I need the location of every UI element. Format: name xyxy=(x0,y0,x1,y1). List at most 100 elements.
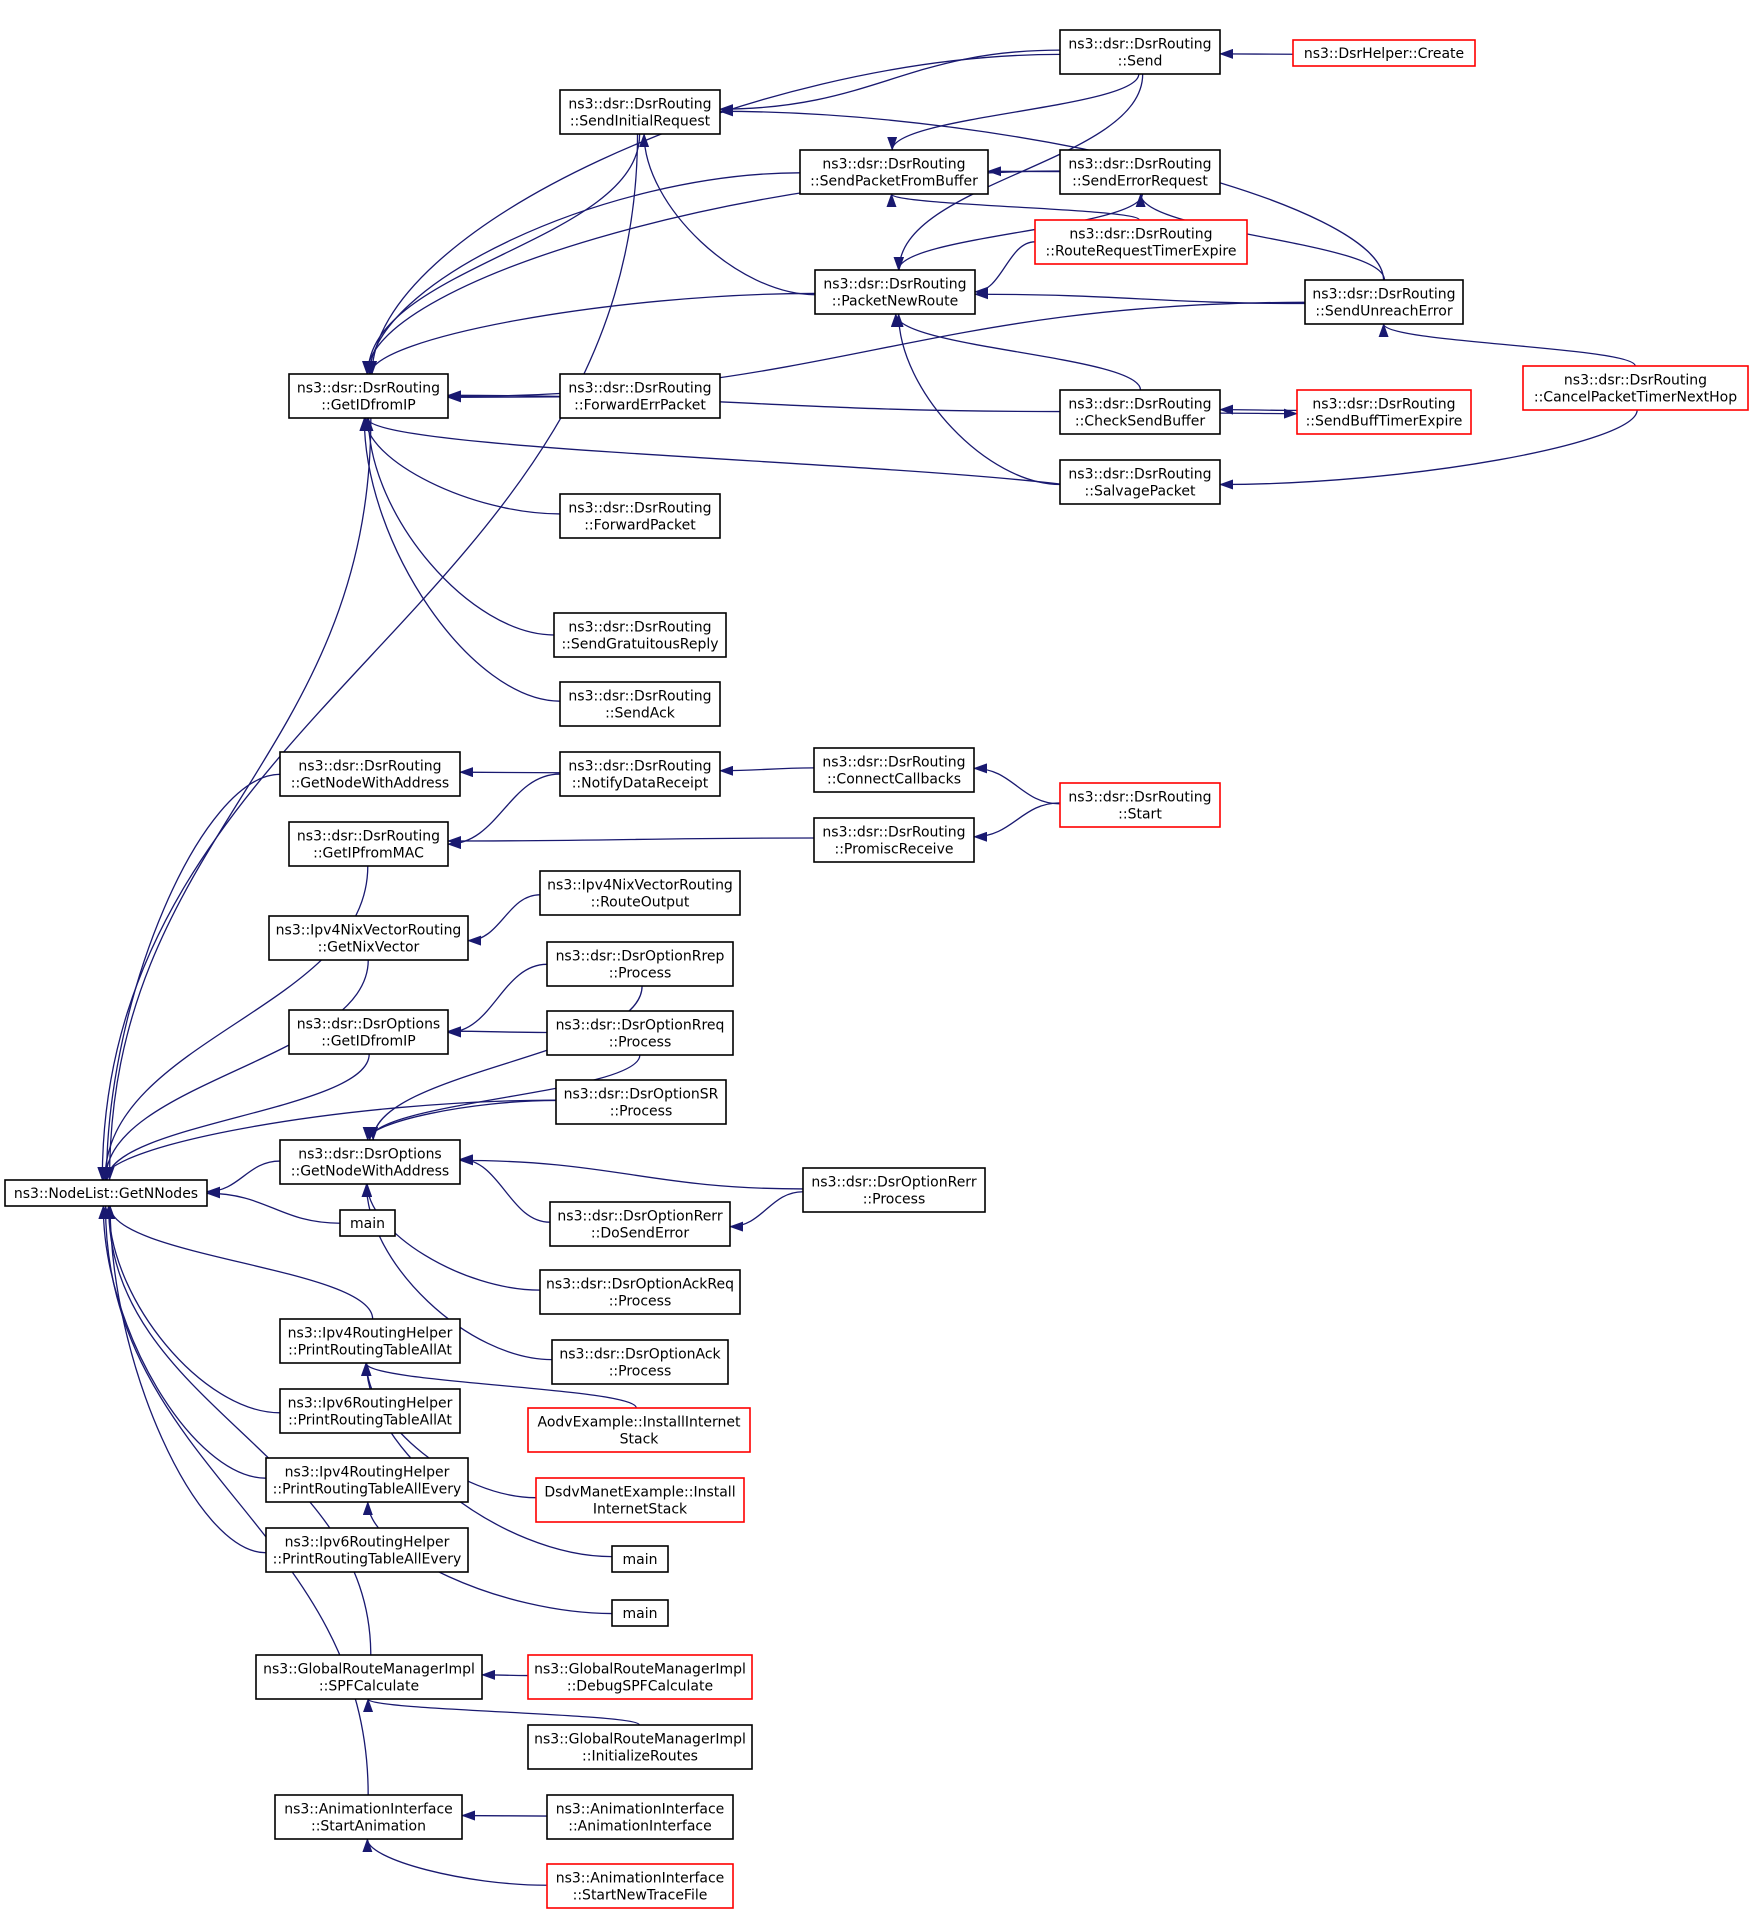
node-ack_Process[interactable]: ns3::dsr::DsrOptionAck::Process xyxy=(551,1339,729,1385)
edge-line xyxy=(1219,408,1298,419)
node-label-line: ::Process xyxy=(609,1364,672,1380)
node-v4_PrintAllEvery[interactable]: ns3::Ipv4RoutingHelper::PrintRoutingTabl… xyxy=(265,1457,469,1503)
node-box xyxy=(527,1407,751,1453)
node-grm_InitializeRoutes[interactable]: ns3::GlobalRouteManagerImpl::InitializeR… xyxy=(527,1724,753,1770)
node-anim_StartNewTraceFile[interactable]: ns3::AnimationInterface::StartNewTraceFi… xyxy=(546,1863,734,1909)
nodes-layer: ns3::NodeList::GetNNodes ns3::dsr::DsrRou… xyxy=(4,29,1749,1909)
node-label-line: ::GetIPfromMAC xyxy=(313,846,424,862)
node-dr_SendBuffTimerExpire[interactable]: ns3::dsr::DsrRouting::SendBuffTimerExpir… xyxy=(1296,389,1472,435)
node-label-line: ns3::dsr::DsrOptions xyxy=(298,1147,441,1163)
node-label-line: ::SendAck xyxy=(605,706,676,722)
node-dr_GetIPfromMAC[interactable]: ns3::dsr::DsrRouting::GetIPfromMAC xyxy=(288,821,449,867)
node-label-line: ::PromiscReceive xyxy=(835,842,954,858)
node-rerr_DoSendError[interactable]: ns3::dsr::DsrOptionRerr::DoSendError xyxy=(549,1201,731,1247)
node-v6_PrintAllEvery[interactable]: ns3::Ipv6RoutingHelper::PrintRoutingTabl… xyxy=(265,1527,469,1573)
node-dr_SalvagePacket[interactable]: ns3::dsr::DsrRouting::SalvagePacket xyxy=(1059,459,1221,505)
edge-line xyxy=(729,1191,804,1232)
edge-root-main1 xyxy=(206,1188,341,1224)
node-do_GetIDfromIP[interactable]: ns3::dsr::DsrOptions::GetIDfromIP xyxy=(288,1009,449,1055)
node-dr_ConnectCallbacks[interactable]: ns3::dsr::DsrRouting::ConnectCallbacks xyxy=(813,747,975,793)
edge-root-v4_PrintAllEvery xyxy=(98,1205,267,1479)
node-dr_ForwardErrPacket[interactable]: ns3::dsr::DsrRouting::ForwardErrPacket xyxy=(559,373,721,419)
edge-line xyxy=(639,133,816,296)
edge-line xyxy=(459,1154,551,1223)
node-label-line: ns3::dsr::DsrRouting xyxy=(297,829,440,845)
node-anim_AnimationInterface[interactable]: ns3::AnimationInterface::AnimationInterf… xyxy=(546,1794,734,1840)
edge-dr_GetIDfromIP-dr_SendPacketFromBuffer xyxy=(364,172,801,375)
node-dr_Start[interactable]: ns3::dsr::DsrRouting::Start xyxy=(1059,782,1221,828)
node-anim_StartAnimation[interactable]: ns3::AnimationInterface::StartAnimation xyxy=(274,1794,463,1840)
node-box xyxy=(1292,39,1476,67)
node-dr_SendInitialRequest[interactable]: ns3::dsr::DsrRouting::SendInitialRequest xyxy=(559,89,721,135)
node-dr_PromiscReceive[interactable]: ns3::dsr::DsrRouting::PromiscReceive xyxy=(813,817,975,863)
edge-dr_CheckSendBuffer-dr_SendBuffTimerExpire xyxy=(1219,404,1298,415)
node-do_GetNodeWithAddress[interactable]: ns3::dsr::DsrOptions::GetNodeWithAddress xyxy=(279,1139,461,1185)
node-dr_SendPacketFromBuffer[interactable]: ns3::dsr::DsrRouting::SendPacketFromBuff… xyxy=(799,149,989,195)
node-main2[interactable]: main xyxy=(611,1545,669,1573)
node-sr_Process[interactable]: ns3::dsr::DsrOptionSR::Process xyxy=(555,1079,727,1125)
node-dr_SendUnreachError[interactable]: ns3::dsr::DsrRouting::SendUnreachError xyxy=(1304,279,1464,325)
node-main3[interactable]: main xyxy=(611,1599,669,1627)
node-v6_PrintAllAt[interactable]: ns3::Ipv6RoutingHelper::PrintRoutingTabl… xyxy=(279,1388,461,1434)
edge-do_GetNodeWithAddress-rreq_Process xyxy=(364,1054,641,1141)
node-nix_GetNixVector[interactable]: ns3::Ipv4NixVectorRouting::GetNixVector xyxy=(268,915,469,961)
node-dr_ForwardPacket[interactable]: ns3::dsr::DsrRouting::ForwardPacket xyxy=(559,493,721,539)
node-label-line: ::SalvagePacket xyxy=(1085,484,1196,500)
node-box xyxy=(535,1477,745,1523)
node-helper_Create[interactable]: ns3::DsrHelper::Create xyxy=(1292,39,1476,67)
node-grm_DebugSPFCalculate[interactable]: ns3::GlobalRouteManagerImpl::DebugSPFCal… xyxy=(527,1654,753,1700)
node-dr_PacketNewRoute[interactable]: ns3::dsr::DsrRouting::PacketNewRoute xyxy=(814,269,976,315)
edge-do_GetNodeWithAddress-rerr_Process xyxy=(459,1155,804,1190)
node-dr_CancelPacketTimerNextHop[interactable]: ns3::dsr::DsrRouting::CancelPacketTimerN… xyxy=(1522,365,1749,411)
edge-v4_PrintAllEvery-main3 xyxy=(362,1501,613,1615)
node-box xyxy=(546,1010,734,1056)
node-label-line: ns3::GlobalRouteManagerImpl xyxy=(534,1732,746,1748)
node-label-line: ns3::Ipv6RoutingHelper xyxy=(288,1396,453,1412)
node-dr_Send[interactable]: ns3::dsr::DsrRouting::Send xyxy=(1059,29,1221,75)
node-dr_RouteRequestTimerExpire[interactable]: ns3::dsr::DsrRouting::RouteRequestTimerE… xyxy=(1034,219,1248,265)
node-label-line: ns3::Ipv6RoutingHelper xyxy=(285,1535,450,1551)
node-box xyxy=(1296,389,1472,435)
node-dr_NotifyDataReceipt[interactable]: ns3::dsr::DsrRouting::NotifyDataReceipt xyxy=(559,751,721,797)
node-dr_SendAck[interactable]: ns3::dsr::DsrRouting::SendAck xyxy=(559,681,721,727)
node-label-line: ns3::dsr::DsrRouting xyxy=(568,620,711,636)
node-label-line: ::PrintRoutingTableAllEvery xyxy=(273,1482,462,1498)
node-rreq_Process[interactable]: ns3::dsr::DsrOptionRreq::Process xyxy=(546,1010,734,1056)
node-v4_PrintAllAt[interactable]: ns3::Ipv4RoutingHelper::PrintRoutingTabl… xyxy=(279,1318,461,1364)
edge-dr_GetIPfromMAC-dr_PromiscReceive xyxy=(447,835,815,846)
edge-line xyxy=(98,1099,557,1181)
node-rrep_Process[interactable]: ns3::dsr::DsrOptionRrep::Process xyxy=(546,941,734,987)
edge-dr_GetIPfromMAC-dr_NotifyDataReceipt xyxy=(447,773,561,850)
node-dr_SendGratuitousReply[interactable]: ns3::dsr::DsrRouting::SendGratuitousRepl… xyxy=(553,612,727,658)
node-dr_SendErrorRequest[interactable]: ns3::dsr::DsrRouting::SendErrorRequest xyxy=(1059,149,1221,195)
node-box xyxy=(1059,459,1221,505)
node-label-line: ::NotifyDataReceipt xyxy=(572,776,709,792)
node-label-line: ns3::dsr::DsrRouting xyxy=(297,381,440,397)
node-nix_RouteOutput[interactable]: ns3::Ipv4NixVectorRouting::RouteOutput xyxy=(539,870,741,916)
node-box xyxy=(1304,279,1464,325)
edge-line xyxy=(974,241,1036,297)
node-dr_GetIDfromIP[interactable]: ns3::dsr::DsrRouting::GetIDfromIP xyxy=(288,373,449,419)
node-dr_GetNodeWithAddress[interactable]: ns3::dsr::DsrRouting::GetNodeWithAddress xyxy=(279,751,461,797)
node-label-line: ns3::dsr::DsrRouting xyxy=(1068,37,1211,53)
node-dr_CheckSendBuffer[interactable]: ns3::dsr::DsrRouting::CheckSendBuffer xyxy=(1059,389,1221,435)
node-ackreq_Process[interactable]: ns3::dsr::DsrOptionAckReq::Process xyxy=(539,1269,741,1315)
node-rerr_Process[interactable]: ns3::dsr::DsrOptionRerr::Process xyxy=(802,1167,986,1213)
node-box xyxy=(1059,149,1221,195)
edge-v4_PrintAllAt-aodv_Install xyxy=(361,1362,637,1409)
node-box xyxy=(559,493,721,539)
node-box xyxy=(549,1201,731,1247)
node-grm_SPFCalculate[interactable]: ns3::GlobalRouteManagerImpl::SPFCalculat… xyxy=(255,1654,483,1700)
node-label-line: ns3::dsr::DsrRouting xyxy=(822,755,965,771)
node-main1[interactable]: main xyxy=(339,1209,396,1237)
node-box xyxy=(527,1724,753,1770)
node-box xyxy=(546,1863,734,1909)
node-root[interactable]: ns3::NodeList::GetNNodes xyxy=(4,1179,208,1207)
edge-line xyxy=(362,1501,613,1615)
node-box xyxy=(288,373,449,419)
edge-line xyxy=(467,894,541,946)
node-label-line: ns3::dsr::DsrOptionRerr xyxy=(811,1175,976,1191)
edge-line xyxy=(104,417,372,1181)
